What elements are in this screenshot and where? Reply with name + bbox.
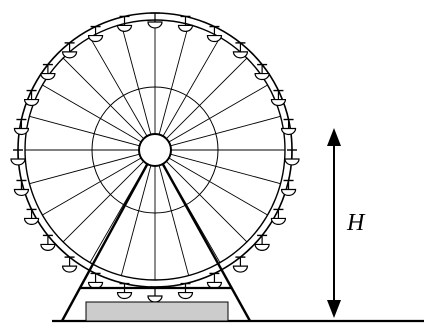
spoke: [120, 165, 152, 276]
spoke: [168, 84, 268, 143]
cabin: [232, 256, 249, 273]
spoke: [158, 24, 190, 135]
cabin: [116, 15, 133, 32]
spoke: [168, 157, 268, 216]
cabin: [87, 272, 104, 289]
cabin: [177, 15, 194, 32]
arrowhead-up: [327, 128, 341, 146]
spoke: [29, 115, 140, 147]
hub: [138, 133, 172, 167]
cabin: [280, 118, 297, 136]
height-label: H: [346, 210, 366, 236]
cabin: [147, 286, 163, 303]
spoke: [42, 157, 142, 216]
cabin: [270, 89, 287, 107]
cabin: [13, 179, 30, 197]
cabin: [116, 282, 133, 300]
cabin: [284, 149, 300, 166]
spoke: [62, 160, 145, 243]
spoke: [170, 115, 281, 147]
cabin: [10, 149, 26, 166]
cabin: [232, 42, 249, 59]
boarding-platform: [85, 301, 229, 322]
wheel: [10, 12, 300, 303]
spoke: [158, 165, 190, 276]
arrowhead-down: [327, 300, 341, 318]
cabin: [40, 234, 56, 251]
spoke: [62, 57, 145, 140]
cabin: [40, 63, 56, 81]
spoke: [89, 37, 148, 137]
spoke: [170, 153, 281, 185]
cabin: [61, 256, 78, 273]
spoke: [120, 24, 152, 135]
cabin: [61, 42, 78, 59]
cabin: [206, 25, 223, 43]
spoke: [165, 160, 248, 243]
cabin: [177, 282, 194, 300]
support-leg-left: [60, 149, 157, 322]
cabin: [254, 63, 270, 81]
support-leg-right: [153, 149, 252, 322]
cabin: [270, 208, 287, 225]
cabin: [13, 118, 30, 136]
spoke: [165, 57, 248, 140]
cabin: [147, 12, 163, 29]
spoke: [29, 153, 140, 185]
spoke: [162, 37, 221, 137]
spoke: [42, 84, 142, 143]
cabin: [280, 179, 297, 197]
cabin: [23, 208, 40, 225]
cabin: [23, 89, 40, 107]
height-arrow: [327, 128, 341, 318]
cabin: [254, 234, 270, 251]
cabin: [87, 25, 104, 43]
